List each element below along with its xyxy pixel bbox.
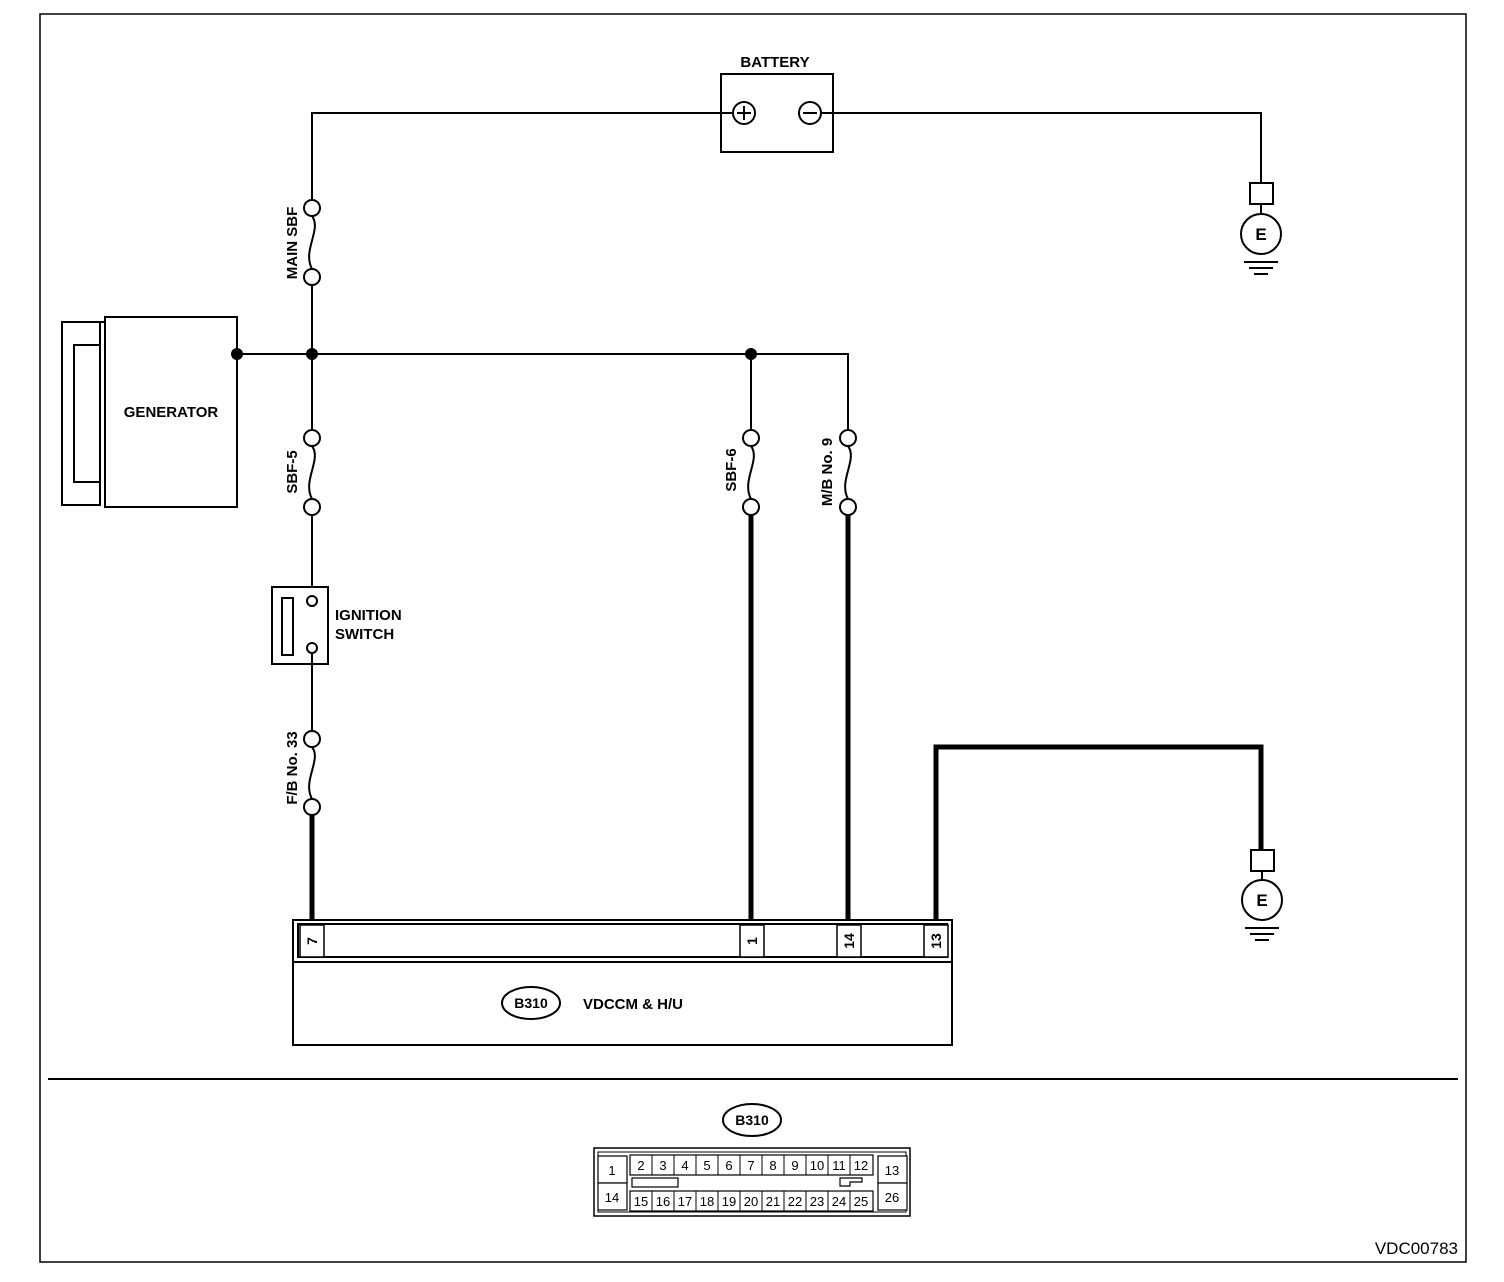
connector-pin-labels: 1 2 3 4 5 6 7 8 9 10 11 12 13 14 15 16 1…: [605, 1158, 899, 1209]
fuse-sbf-5: [303, 429, 321, 516]
diagram-frame: [39, 13, 1467, 1263]
connector-pin: 1: [608, 1163, 615, 1178]
generator: [61, 316, 238, 508]
connector-pin: 22: [788, 1194, 802, 1209]
connector-pin: 9: [791, 1158, 798, 1173]
connector-pin: 25: [854, 1194, 868, 1209]
unit-pin-13: 13: [928, 933, 944, 949]
junction-generator: [231, 348, 243, 360]
unit-pin-7: 7: [304, 937, 320, 945]
connector-pin: 16: [656, 1194, 670, 1209]
fuse-main-sbf-label: MAIN SBF: [284, 207, 301, 280]
unit-label: VDCCM & H/U: [583, 996, 683, 1013]
connector-pin: 21: [766, 1194, 780, 1209]
battery-label: BATTERY: [740, 54, 809, 71]
fuse-mb-no-9: [839, 429, 857, 516]
connector-pin: 14: [605, 1190, 619, 1205]
unit-pin-14: 14: [841, 933, 857, 949]
connector-pin: 17: [678, 1194, 692, 1209]
fuse-sbf-6: [742, 429, 760, 516]
vdccm-unit: [292, 919, 953, 1046]
ignition-switch: [271, 586, 329, 665]
connector-pin: 18: [700, 1194, 714, 1209]
connector-pin: 19: [722, 1194, 736, 1209]
ground-top-label: E: [1255, 225, 1266, 244]
connector-pin: 20: [744, 1194, 758, 1209]
ground-bottom-label: E: [1256, 891, 1267, 910]
connector-face: [593, 1103, 911, 1217]
generator-label: GENERATOR: [124, 404, 219, 421]
fuse-fb-no-33: [303, 730, 321, 816]
wire-battery-negative: [821, 112, 1262, 183]
connector-pin: 23: [810, 1194, 824, 1209]
unit-pin-1: 1: [744, 937, 760, 945]
connector-pin: 3: [659, 1158, 666, 1173]
ground-bottom: [1241, 849, 1283, 941]
wire-battery-positive: [311, 112, 733, 200]
connector-pin: 6: [725, 1158, 732, 1173]
fuse-mb-no-9-label: M/B No. 9: [819, 438, 836, 506]
connector-pin: 11: [832, 1158, 846, 1173]
ignition-switch-label-2: SWITCH: [335, 626, 394, 643]
connector-pin: 10: [810, 1158, 824, 1173]
connector-pin: 26: [885, 1190, 899, 1205]
ground-top: [1240, 182, 1282, 275]
wire-main-bus: [237, 353, 849, 430]
connector-pin: 24: [832, 1194, 846, 1209]
connector-pin: 5: [703, 1158, 710, 1173]
drawing-code: VDC00783: [1375, 1239, 1458, 1258]
wire-pin-13: [933, 744, 1264, 922]
connector-pin: 13: [885, 1163, 899, 1178]
fuse-sbf-6-label: SBF-6: [723, 448, 740, 491]
connector-pin: 2: [637, 1158, 644, 1173]
fuse-sbf-5-label: SBF-5: [284, 450, 301, 493]
connector-pin: 15: [634, 1194, 648, 1209]
battery: [720, 73, 834, 153]
fuse-fb-no-33-label: F/B No. 33: [284, 731, 301, 804]
connector-pin: 12: [854, 1158, 868, 1173]
connector-pin: 8: [769, 1158, 776, 1173]
unit-connector-id: B310: [514, 995, 548, 1011]
junction-main: [306, 348, 318, 360]
connector-pin: 7: [747, 1158, 754, 1173]
connector-face-id: B310: [735, 1112, 769, 1128]
connector-pin: 4: [681, 1158, 688, 1173]
fuse-main-sbf: [303, 199, 321, 286]
ignition-switch-label-1: IGNITION: [335, 607, 402, 624]
